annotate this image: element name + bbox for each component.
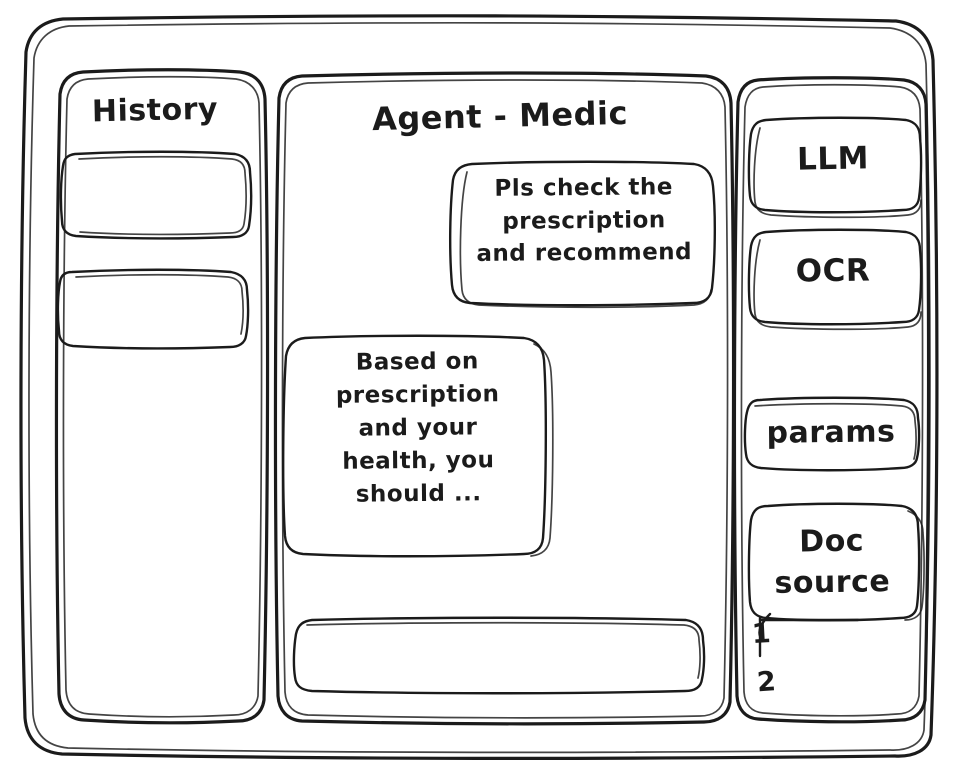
history-panel-title: History xyxy=(91,91,219,130)
history-item-1[interactable] xyxy=(62,152,252,238)
assistant-message-bubble: Based on prescription and your health, y… xyxy=(335,348,500,509)
doc-source-connector xyxy=(758,612,860,658)
doc-source-entry-1[interactable]: 1 xyxy=(751,618,773,651)
user-bubble-outline xyxy=(449,160,716,309)
agent-panel-outline xyxy=(273,71,736,726)
composer-outline xyxy=(292,616,706,695)
tools-panel-outline xyxy=(732,76,931,724)
agent-bubble-outline xyxy=(281,334,554,558)
doc-source-entry-2[interactable]: 2 xyxy=(755,666,778,699)
llm-button-outline xyxy=(747,116,923,219)
user-message-bubble: Pls check the prescription and recommend xyxy=(476,174,693,268)
ocr-button-outline xyxy=(747,228,923,331)
tool-button-params[interactable]: params xyxy=(766,414,896,451)
history-item-2-outline xyxy=(56,268,250,350)
tool-button-ocr[interactable]: OCR xyxy=(795,252,871,290)
params-button-outline xyxy=(743,396,921,472)
doc-source-box-outline xyxy=(747,502,925,622)
history-item-1-outline xyxy=(59,150,253,240)
tool-button-llm[interactable]: LLM xyxy=(796,140,870,178)
window-frame-outline xyxy=(19,14,939,761)
history-item-2[interactable] xyxy=(59,270,249,348)
composer-input[interactable] xyxy=(295,618,705,694)
doc-source-label[interactable]: Doc source xyxy=(774,523,891,601)
